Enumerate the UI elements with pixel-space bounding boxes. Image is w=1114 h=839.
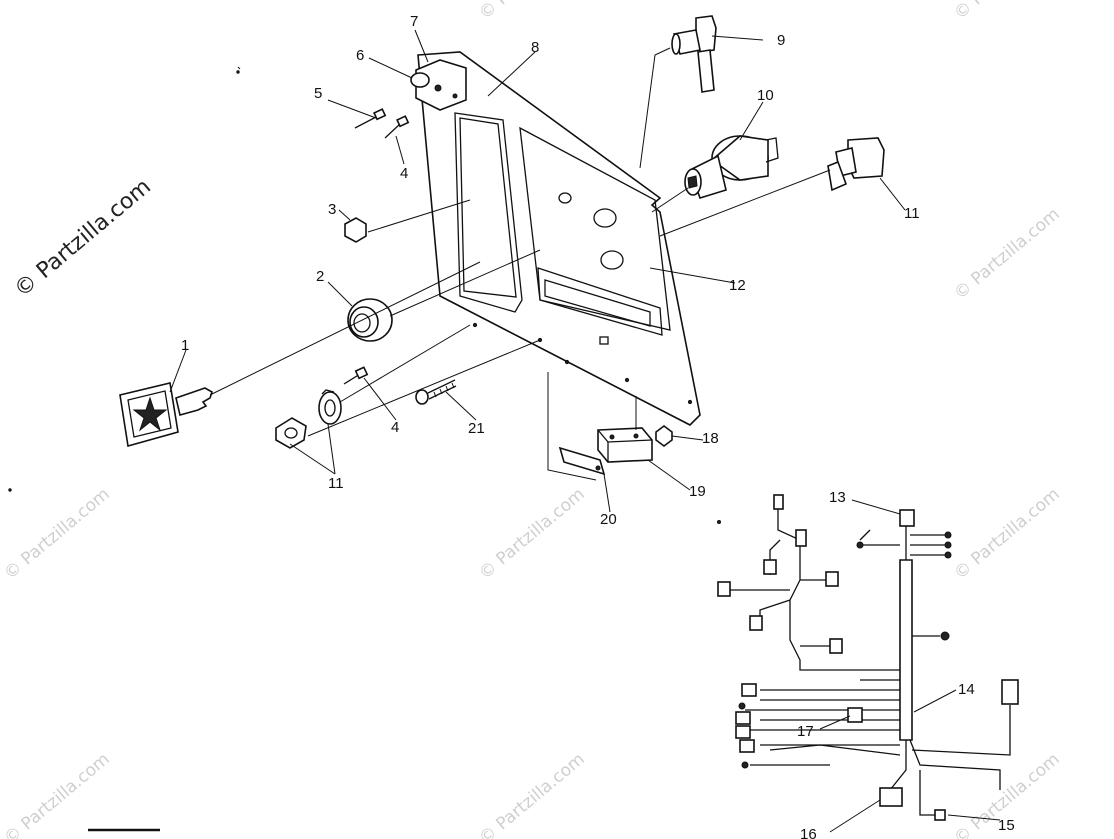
callout-14: 14: [958, 681, 975, 698]
callout-21: 21: [468, 420, 485, 437]
screw-bottom: [343, 366, 369, 385]
callout-20: 20: [600, 511, 617, 528]
callout-2: 2: [316, 268, 324, 285]
callout-7: 7: [410, 13, 418, 30]
callout-17: 17: [797, 723, 814, 740]
bottom-hardware: [275, 389, 342, 449]
nut: [344, 217, 367, 243]
callout-9: 9: [777, 32, 785, 49]
watermark-text: © Partzilla.com: [0, 484, 113, 584]
leader-lines: [169, 29, 1001, 833]
watermark-text: © Partzilla.com: [475, 484, 588, 584]
ignition-switch: [684, 135, 779, 199]
callout-8: 8: [531, 39, 539, 56]
callout-13: 13: [829, 489, 846, 506]
voltage-regulator: [558, 425, 673, 476]
callout-18: 18: [702, 430, 719, 447]
watermark-text: © Partzilla.com: [950, 204, 1063, 304]
dash-panel: [417, 51, 701, 426]
callout-12: 12: [729, 277, 746, 294]
wiring-harness: [717, 494, 1019, 821]
ignition-key: [119, 382, 213, 448]
watermark-main-text: © Partzilla.com: [10, 174, 156, 302]
toggle-switch: [827, 137, 885, 192]
handle-switch: [671, 15, 717, 93]
callout-10: 10: [757, 87, 774, 104]
callout-16: 16: [800, 826, 817, 839]
ring-nut: [347, 298, 393, 342]
watermark-text: © Partzilla.com: [475, 749, 588, 839]
callout-11: 11: [904, 205, 920, 222]
explode-lines: [209, 47, 831, 481]
bolt: [415, 379, 457, 405]
callout-11: 11: [328, 475, 344, 492]
callout-15: 15: [998, 817, 1015, 834]
watermark-text: © Partzilla.com: [950, 484, 1063, 584]
callout-4: 4: [391, 419, 399, 436]
callout-4: 4: [400, 165, 408, 182]
callout-3: 3: [328, 201, 336, 218]
callout-labels: 1 2 3 4 4 5 6 7 8 9 10 11 11 12 13 14 15…: [181, 13, 1015, 839]
callout-6: 6: [356, 47, 364, 64]
screw-top: [354, 108, 410, 139]
callout-19: 19: [689, 483, 706, 500]
callout-5: 5: [314, 85, 322, 102]
watermark-text: © Partzilla.com: [950, 0, 1063, 24]
mount-bracket: [410, 59, 467, 111]
watermark-text: © Partzilla.com: [0, 749, 113, 839]
callout-1: 1: [181, 337, 189, 354]
watermark-text: © Partzilla.com: [475, 0, 588, 24]
